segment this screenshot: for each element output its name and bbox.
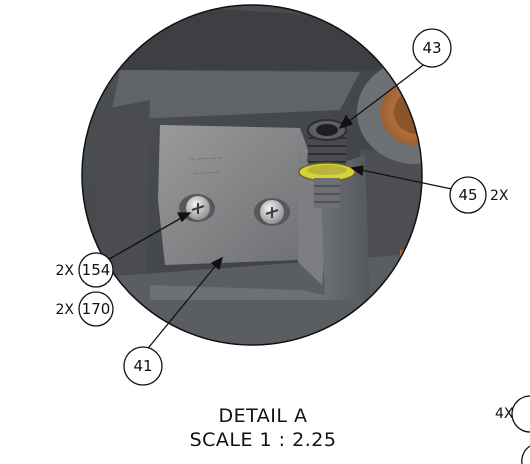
detail-scale: SCALE 1 : 2.25 [190,429,337,451]
detail-circle-outline [81,4,423,346]
partial-balloon-right: 4X [495,395,530,464]
balloon-170-quantity: 2X [56,302,75,318]
threaded-fitting-43 [298,119,356,208]
screw-154 [179,194,215,222]
balloon-41: 41 [123,346,163,386]
svg-text:154: 154 [82,261,111,279]
balloon-45: 45 2X [449,176,509,214]
svg-text:45: 45 [458,186,477,204]
svg-text:41: 41 [133,357,152,375]
svg-text:170: 170 [82,300,111,318]
partial-balloon-quantity: 4X [495,406,514,422]
copper-fitting [357,60,422,164]
balloon-45-quantity: 2X [490,188,509,204]
svg-text:~~~~: ~~~~ [193,168,220,178]
detail-title: DETAIL A [219,405,308,427]
screw-170 [254,198,290,226]
balloon-154: 154 2X [56,252,114,288]
balloon-43: 43 [412,28,452,68]
leader-lines [96,62,467,359]
balloon-170: 170 2X [56,291,114,327]
balloon-154-quantity: 2X [56,263,75,279]
svg-text:43: 43 [422,39,441,57]
svg-text:~~~~~: ~~~~~ [190,153,224,164]
